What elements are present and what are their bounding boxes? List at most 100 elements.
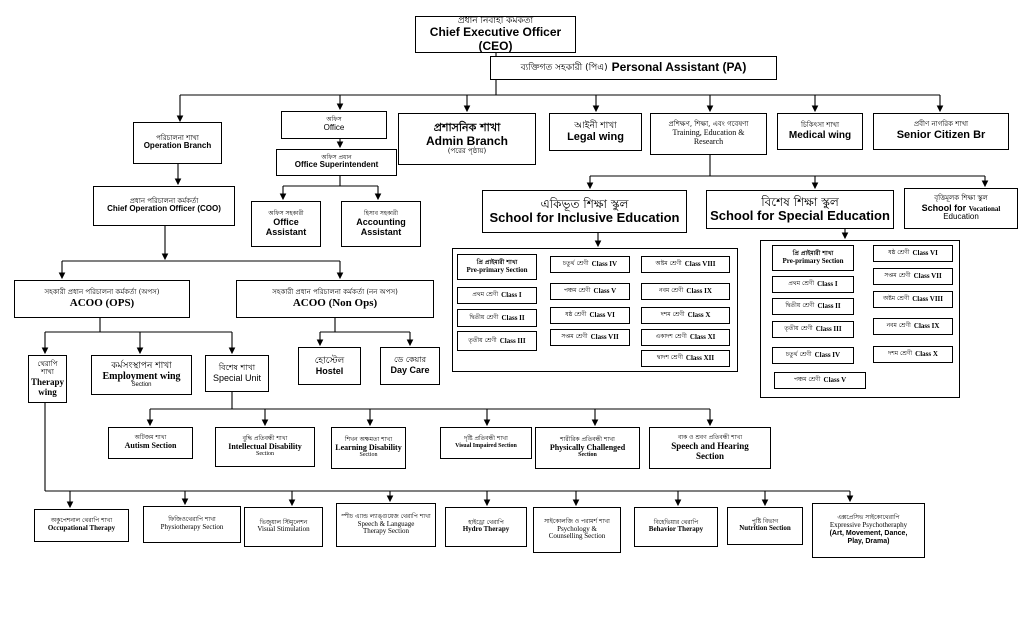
class-bn: তৃতীয় শ্রেণী (784, 325, 813, 333)
therapy-wing-en1: Therapy (31, 376, 65, 387)
special-section-box: বুদ্ধি প্রতিবন্ধী শাখাIntellectual Disab… (215, 427, 315, 467)
class-en: Class VI (912, 249, 938, 258)
class-en: Class V (593, 287, 617, 296)
therapy-en: Nutrition Section (739, 524, 791, 533)
class-bn: অষ্টম শ্রেণী (883, 295, 910, 303)
class-en: Pre-primary Section (782, 257, 844, 266)
section-en: Speech and Hearing (671, 441, 749, 452)
therapy-box: সাইকোলজি ও পরামর্শ শাখাPsychology &Couns… (533, 507, 621, 553)
vocational-school-en1: School for Vocational (922, 203, 1001, 214)
coo-box: প্রধান পরিচালনা কর্মকর্তা Chief Operatio… (93, 186, 235, 226)
coo-en: Chief Operation Officer (COO) (107, 204, 221, 214)
special-class-cell: চতুর্থ শ্রেণীClass IV (772, 347, 854, 364)
section-sub: Section (256, 451, 274, 458)
class-en: Class I (817, 280, 838, 289)
inclusive-class-cell: পঞ্চম শ্রেণীClass V (550, 283, 630, 300)
class-bn: সপ্তম শ্রেণী (884, 272, 911, 280)
accounting-assistant-bn: হিসাব সহকারী (364, 209, 398, 217)
employment-wing-en: Employment wing (102, 371, 181, 383)
class-en: Class IX (686, 287, 712, 296)
therapy-bn: পুষ্টি বিভাগ (751, 517, 779, 525)
therapy-sub: Therapy Section (362, 527, 410, 536)
section-bn: শিখন অক্ষমতা শাখা (344, 435, 393, 443)
special-class-cell: অষ্টম শ্রেণীClass VIII (873, 291, 953, 308)
class-label-row: পঞ্চম শ্রেণীClass V (564, 287, 616, 295)
admin-branch-bn: প্রশাসনিক শাখা (433, 121, 501, 135)
special-class-cell: নবম শ্রেণীClass IX (873, 318, 953, 335)
class-label-row: দশম শ্রেণীClass X (661, 311, 711, 319)
therapy-box: এক্সপ্রেসিভ সাইকোথেরাপিExpressive Psycho… (812, 503, 925, 558)
therapy-en: Expressive Psychotheraphy (829, 521, 908, 530)
class-label-row: দ্বিতীয় শ্রেণীClass II (785, 302, 840, 310)
inclusive-class-cell: চতুর্থ শ্রেণীClass IV (550, 256, 630, 273)
therapy-box: স্পীচ এ্যান্ড ল্যাঙ্গুয়েজ থেরাপি শাখাSp… (336, 503, 436, 547)
special-class-cell: তৃতীয় শ্রেণীClass III (772, 321, 854, 338)
inclusive-class-cell: দ্বাদশ শ্রেণীClass XII (641, 350, 730, 367)
ceo-box: প্রধান নির্বাহী কর্মকর্তা Chief Executiv… (415, 16, 576, 53)
inclusive-class-cell: প্রি প্রাইমারী শাখাPre-primary Section (457, 254, 537, 280)
class-bn: নবম শ্রেণী (886, 322, 911, 330)
section-bn: শারীরিক প্রতিবন্ধী শাখা (560, 435, 615, 443)
therapy-bn: অকুপেশনাল থেরাপি শাখা (50, 517, 113, 525)
medical-wing-en: Medical wing (788, 129, 852, 141)
ceo-en: Chief Executive Officer (CEO) (429, 25, 562, 53)
class-label-row: পঞ্চম শ্রেণীClass V (794, 376, 846, 384)
pa-en: Personal Assistant (PA) (611, 60, 747, 75)
inclusive-school-en: School for Inclusive Education (489, 209, 680, 225)
office-superintendent-en: Office Superintendent (294, 160, 379, 170)
class-bn: দ্বিতীয় শ্রেণী (785, 302, 815, 310)
employment-wing-sub: Section (131, 382, 152, 389)
special-school-en: School for Special Education (710, 207, 890, 223)
office-assistant-box: অফিস সহকারী Office Assistant (251, 201, 321, 247)
hostel-en: Hostel (315, 366, 344, 376)
admin-branch-en: Admin Branch (425, 133, 508, 148)
acoo-nonops-en: ACOO (Non Ops) (292, 296, 378, 309)
class-en: Class VIII (912, 295, 943, 304)
class-en: Class XI (689, 333, 716, 342)
class-en: Class II (501, 313, 525, 322)
inclusive-class-cell: দ্বিতীয় শ্রেণীClass II (457, 309, 537, 327)
special-unit-en: Special Unit (212, 372, 262, 383)
section-sub: Section (696, 451, 724, 462)
class-bn: একাদশ শ্রেণী (655, 333, 687, 341)
section-en: Visual Impaired Section (455, 443, 517, 449)
special-section-box: বাক ও শ্রবণ প্রতিবন্ধী শাখাSpeech and He… (649, 427, 771, 469)
special-class-cell: প্রথম শ্রেণীClass I (772, 276, 854, 293)
therapy-sub2: Play, Drama) (847, 537, 890, 545)
therapy-en: Behavior Therapy (648, 525, 704, 534)
class-en: Class VII (913, 272, 942, 281)
senior-citizen-box: প্রবীণ নাগরিক শাখা Senior Citizen Br (873, 113, 1009, 150)
section-bn: বাক ও শ্রবণ প্রতিবন্ধী শাখা (677, 433, 743, 441)
class-bn: নবম শ্রেণী (659, 287, 684, 295)
class-label-row: প্রথম শ্রেণীClass I (788, 280, 837, 288)
class-en: Class X (687, 311, 711, 320)
employment-wing-bn: কর্মসংস্থাপন শাখা (111, 361, 172, 371)
class-label-row: নবম শ্রেণীClass IX (659, 287, 712, 295)
office-superintendent-box: অফিস প্রধান Office Superintendent (276, 149, 397, 176)
special-school-box: বিশেষ শিক্ষা স্কুল School for Special Ed… (706, 190, 894, 229)
class-bn: সপ্তম শ্রেণী (561, 333, 588, 341)
special-section-box: শারীরিক প্রতিবন্ধী শাখাPhysically Challe… (535, 427, 640, 469)
class-en: Class X (915, 350, 938, 359)
inclusive-class-cell: দশম শ্রেণীClass X (641, 307, 730, 324)
class-bn: দ্বিতীয় শ্রেণী (469, 313, 499, 321)
therapy-wing-en2: wing (38, 386, 57, 397)
office-bn: অফিস (326, 116, 342, 124)
office-box: অফিস Office (281, 111, 387, 139)
therapy-sub: (Art, Movement, Dance, (829, 529, 908, 537)
class-en: Class V (823, 376, 847, 385)
senior-citizen-en: Senior Citizen Br (896, 129, 986, 142)
training-en1: Training, Education & (672, 127, 745, 137)
special-school-bn: বিশেষ শিক্ষা স্কুল (761, 194, 839, 209)
class-label-row: দ্বাদশ শ্রেণীClass XII (657, 354, 714, 362)
class-en: Class XII (685, 354, 715, 363)
class-bn: অষ্টম শ্রেণী (655, 260, 682, 268)
class-en: Class III (815, 325, 842, 334)
class-label-row: দশম শ্রেণীClass X (888, 350, 938, 358)
special-class-cell: ষষ্ঠ শ্রেণীClass VI (873, 245, 953, 262)
class-bn: প্রি প্রাইমারী শাখা (476, 258, 518, 266)
acoo-ops-bn: সহকারী প্রধান পরিচালনা কর্মকর্তা (অপস) (44, 287, 160, 296)
special-class-cell: দশম শ্রেণীClass X (873, 346, 953, 363)
